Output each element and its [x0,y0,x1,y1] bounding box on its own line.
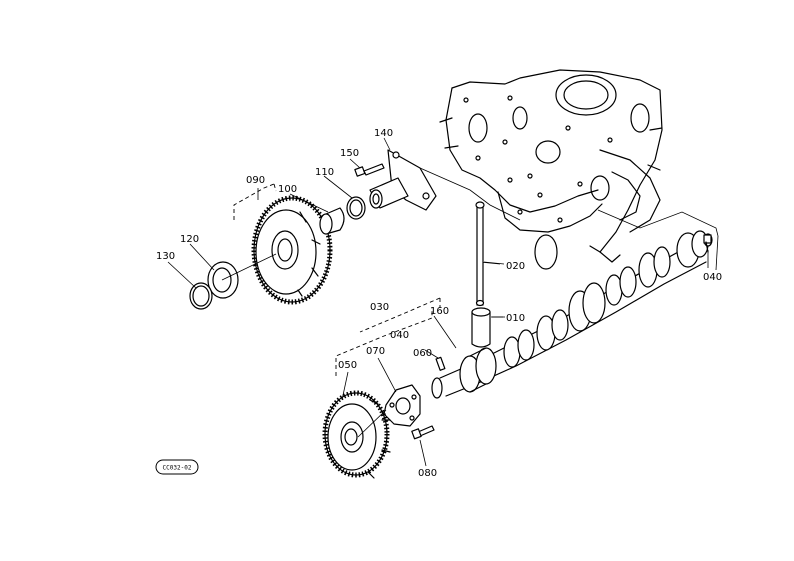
washer-120 [207,261,239,299]
leader-lines [167,137,709,467]
label-120: 120 [180,234,199,245]
label-100: 100 [278,184,297,195]
label-110: 110 [315,167,334,178]
push-rod-020 [475,201,485,307]
centerline-idler [221,253,277,281]
ring-110 [346,196,366,220]
cam-gear-050 [322,390,391,479]
label-040-bolt: 040 [703,272,722,283]
label-140: 140 [374,128,393,139]
label-020: 020 [506,261,525,272]
label-130: 130 [156,251,175,262]
key-060 [435,356,446,371]
plate-070 [383,384,421,427]
label-150: 150 [340,148,359,159]
camshaft [431,230,713,399]
label-050: 050 [338,360,357,371]
group-brackets [233,183,441,376]
label-070: 070 [366,346,385,357]
bolt-080 [411,425,435,440]
label-030: 030 [370,302,389,313]
drawing-code-badge: CC032-02 [155,459,199,475]
part-labels: 010 020 030 040 040 050 060 070 080 090 … [156,128,722,479]
label-040-camshaft: 040 [390,330,409,341]
idler-gear-090 [251,195,333,305]
label-090: 090 [246,175,265,186]
idler-shaft-140 [369,149,437,211]
label-060: 060 [413,348,432,359]
label-010: 010 [506,313,525,324]
tappet-010 [471,307,491,348]
drawing-code: CC032-02 [163,465,192,472]
circlip-130 [189,282,213,310]
label-080: 080 [418,468,437,479]
engine-block [439,69,663,270]
bushing-100 [319,207,345,235]
reference-lines [419,167,719,318]
bolt-150 [354,163,385,177]
label-160: 160 [430,306,449,317]
